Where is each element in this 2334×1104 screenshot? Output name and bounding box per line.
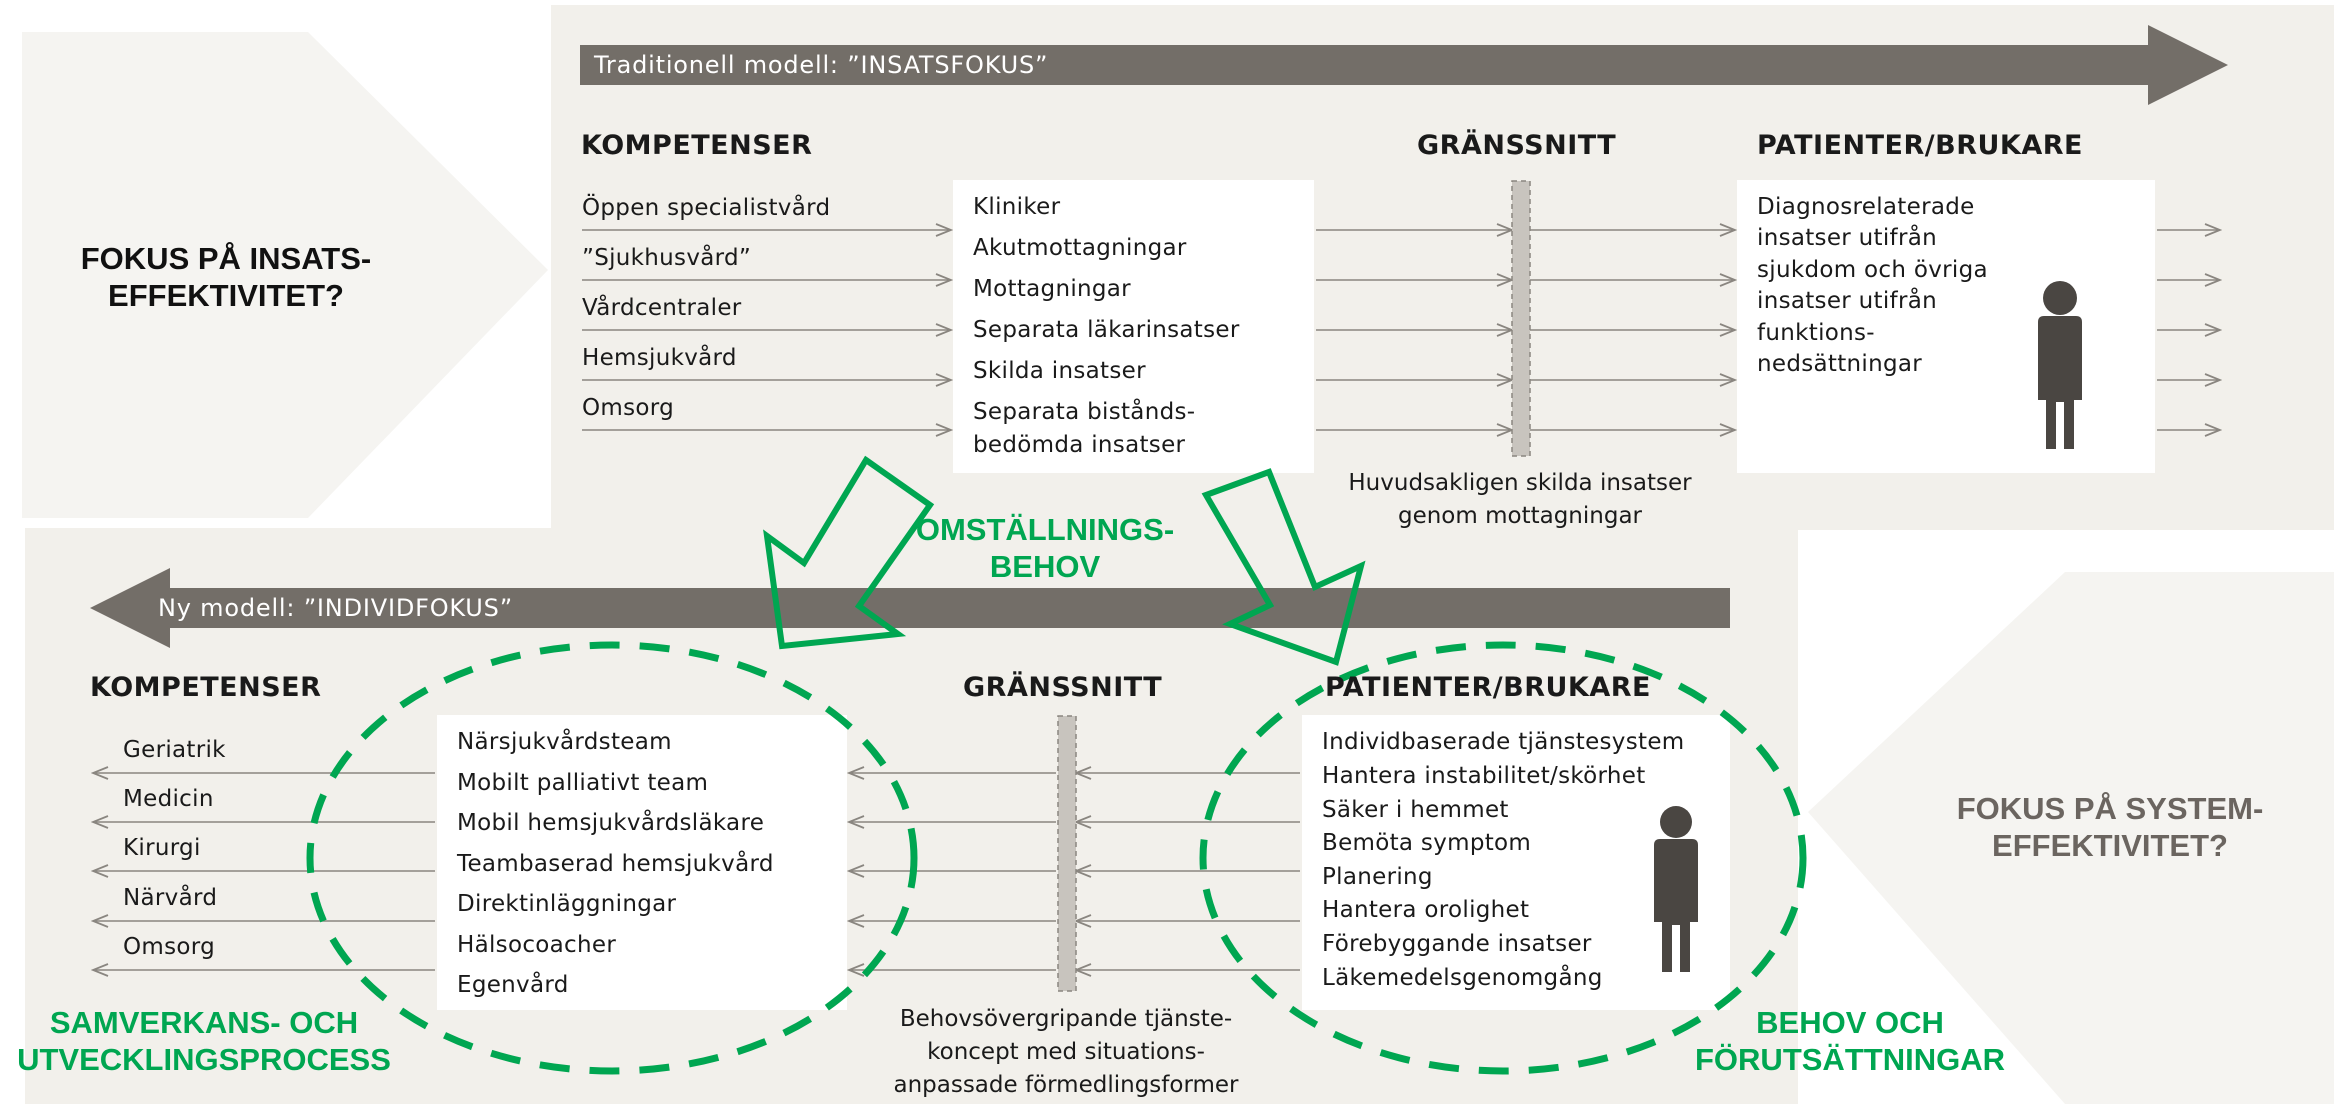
bottom-competence-item: Omsorg [123, 934, 216, 960]
person-figure-bottom [1654, 806, 1698, 972]
bottom-need-item: Planering [1322, 864, 1433, 890]
top-service-item: Separata läkarinsatser [973, 317, 1240, 343]
transition-label: OMSTÄLLNINGS- BEHOV [915, 511, 1175, 585]
person-figure-top [2038, 281, 2082, 449]
bottom-interface-caption-line: koncept med situations- [927, 1039, 1205, 1065]
top-competences-header: KOMPETENSER [581, 130, 813, 161]
collab-line: UTVECKLINGSPROCESS [17, 1042, 391, 1077]
top-services-box [953, 180, 1314, 473]
top-patient-text: insatser utifrån [1757, 288, 1937, 314]
bottom-need-item: Bemöta symptom [1322, 830, 1532, 856]
right-focus-label: FOKUS PÅ SYSTEM- EFFEKTIVITET? [1930, 790, 2290, 864]
right-focus-line: EFFEKTIVITET? [1992, 828, 2228, 863]
bottom-service-item: Teambaserad hemsjukvård [457, 851, 774, 877]
bottom-interface-caption-line: anpassade förmedlingsformer [893, 1072, 1239, 1098]
top-patient-text: Diagnosrelaterade [1757, 194, 1975, 220]
behov-line: FÖRUTSÄTTNINGAR [1695, 1042, 2005, 1077]
top-competence-item: Vårdcentraler [582, 295, 742, 321]
bottom-flow-arrows [93, 773, 1300, 970]
bottom-need-item: Individbaserade tjänstesystem [1322, 729, 1685, 755]
top-competence-item: Hemsjukvård [582, 345, 737, 371]
top-service-item: Separata bistånds- [973, 399, 1196, 425]
top-interface-bar [1511, 180, 1531, 457]
top-patient-text: sjukdom och övriga [1757, 257, 1988, 283]
top-banner-arrow [580, 25, 2228, 105]
bottom-interface-header: GRÄNSSNITT [963, 672, 1163, 703]
bottom-service-item: Hälsocoacher [457, 932, 617, 958]
bottom-competence-item: Geriatrik [123, 737, 226, 763]
transition-arrows [763, 455, 1366, 666]
bottom-service-item: Mobil hemsjukvårdsläkare [457, 810, 765, 836]
transition-arrow-left [763, 455, 935, 650]
bottom-need-item: Hantera instabilitet/skörhet [1322, 763, 1646, 789]
top-service-item: Skilda insatser [973, 358, 1146, 384]
top-competence-item: ”Sjukhusvård” [582, 245, 752, 271]
bottom-service-item: Direktinläggningar [457, 891, 677, 917]
right-focus-line: FOKUS PÅ SYSTEM- [1956, 791, 2264, 826]
left-focus-line: FOKUS PÅ INSATS- [80, 241, 372, 276]
top-flow-arrows [582, 230, 2220, 430]
left-focus-chevron [22, 32, 548, 518]
bottom-competence-item: Närvård [123, 885, 218, 911]
top-patient-text: nedsättningar [1757, 351, 1923, 377]
top-competence-item: Öppen specialistvård [582, 195, 831, 221]
bottom-interface-bar [1057, 715, 1077, 992]
top-service-item: Akutmottagningar [973, 235, 1187, 261]
bottom-banner-label: Ny modell: ”INDIVIDFOKUS” [158, 594, 513, 622]
bottom-interface-caption-line: Behovsövergripande tjänste- [899, 1006, 1233, 1032]
bottom-need-item: Läkemedelsgenomgång [1322, 965, 1603, 991]
top-patients-header: PATIENTER/BRUKARE [1757, 130, 2083, 161]
behov-line: BEHOV OCH [1756, 1005, 1944, 1040]
top-banner-label: Traditionell modell: ”INSATSFOKUS” [594, 51, 1049, 79]
bottom-need-item: Säker i hemmet [1322, 797, 1509, 823]
top-patient-text: insatser utifrån [1757, 225, 1937, 251]
right-focus-chevron [1808, 572, 2334, 1104]
needs-ellipse [1199, 641, 1807, 1075]
bottom-services-box [437, 715, 847, 1010]
bottom-need-item: Hantera orolighet [1322, 897, 1530, 923]
top-interface-caption: Huvudsakligen skilda insatser genom mott… [1320, 467, 1720, 533]
top-patient-box [1737, 180, 2155, 473]
top-interface-caption-line: genom mottagningar [1397, 503, 1642, 529]
bottom-competence-item: Kirurgi [123, 835, 201, 861]
transition-line: OMSTÄLLNINGS- [915, 512, 1175, 547]
bottom-service-item: Egenvård [457, 972, 569, 998]
collab-ellipse [306, 641, 918, 1075]
left-focus-label: FOKUS PÅ INSATS- EFFEKTIVITET? [56, 240, 396, 314]
collab-line: SAMVERKANS- OCH [49, 1005, 359, 1040]
behov-label: BEHOV OCH FÖRUTSÄTTNINGAR [1680, 1004, 2020, 1078]
bottom-competence-item: Medicin [123, 786, 214, 812]
top-competence-item: Omsorg [582, 395, 675, 421]
bottom-interface-caption: Behovsövergripande tjänste- koncept med … [866, 1003, 1266, 1102]
bottom-patients-header: PATIENTER/BRUKARE [1325, 672, 1651, 703]
top-patient-text: funktions- [1757, 320, 1875, 346]
transition-line: BEHOV [989, 549, 1101, 584]
top-service-item: Kliniker [973, 194, 1061, 220]
left-focus-line: EFFEKTIVITET? [108, 278, 344, 313]
bottom-competences-header: KOMPETENSER [90, 672, 322, 703]
bottom-service-item: Närsjukvårdsteam [457, 729, 672, 755]
bottom-need-item: Förebyggande insatser [1322, 931, 1592, 957]
bottom-service-item: Mobilt palliativt team [457, 770, 709, 796]
top-interface-header: GRÄNSSNITT [1417, 130, 1617, 161]
top-service-item: Mottagningar [973, 276, 1131, 302]
top-service-item: bedömda insatser [973, 432, 1186, 458]
transition-arrow-right [1201, 468, 1366, 666]
collab-label: SAMVERKANS- OCH UTVECKLINGSPROCESS [0, 1004, 408, 1078]
top-interface-caption-line: Huvudsakligen skilda insatser [1348, 470, 1692, 496]
